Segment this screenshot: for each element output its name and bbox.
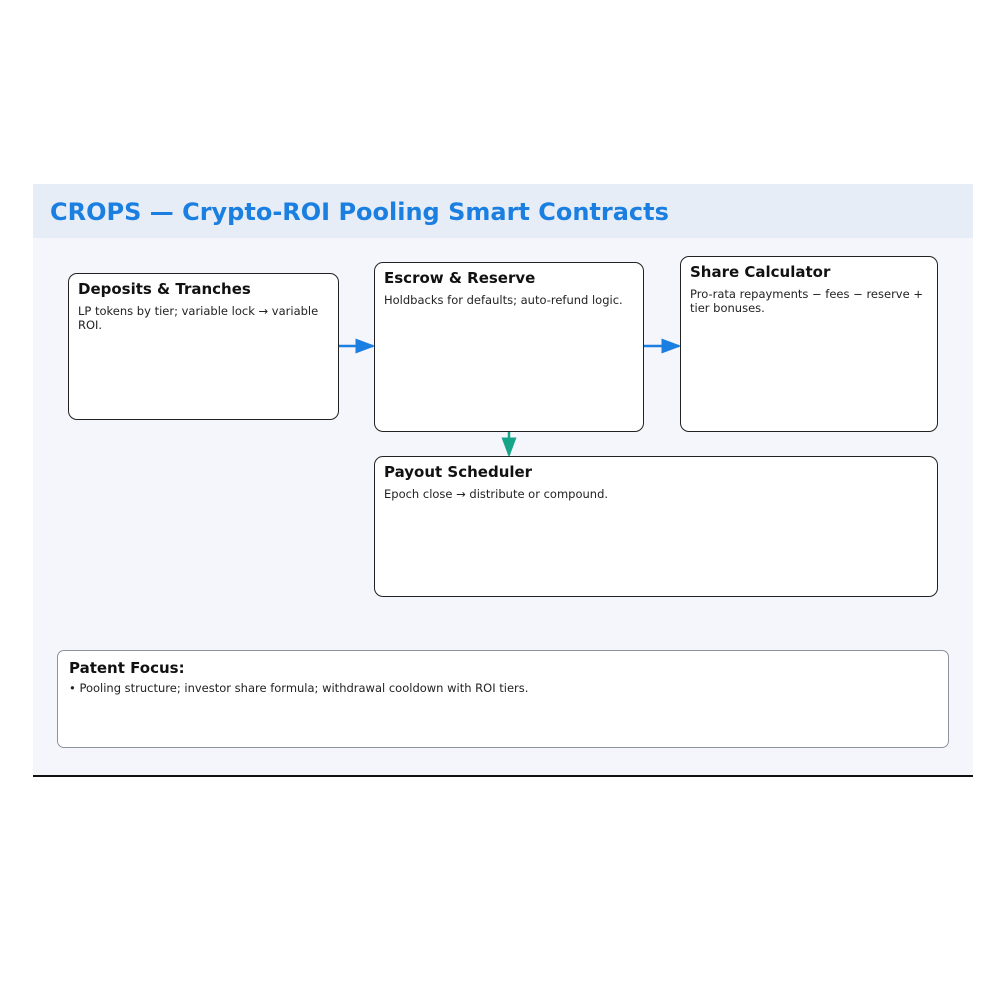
box-text: Holdbacks for defaults; auto-refund logi… [384, 293, 623, 307]
box-title: Share Calculator [690, 263, 831, 281]
box-text: Epoch close → distribute or compound. [384, 487, 609, 501]
share-calculator-box: Share Calculator Pro-rata repayments − f… [680, 256, 938, 432]
header-band: CROPS — Crypto-ROI Pooling Smart Contrac… [33, 184, 973, 238]
box-title: Deposits & Tranches [78, 280, 251, 298]
box-title: Payout Scheduler [384, 463, 533, 481]
box-text: Pro-rata repayments − fees − reserve + t… [690, 287, 923, 315]
patent-focus-box: Patent Focus: • Pooling structure; inves… [57, 650, 949, 748]
patent-focus-bullet: • Pooling structure; investor share form… [69, 681, 529, 695]
patent-focus-title: Patent Focus: [69, 659, 185, 677]
diagram-title: CROPS — Crypto-ROI Pooling Smart Contrac… [50, 198, 669, 226]
deposits-tranches-box: Deposits & Tranches LP tokens by tier; v… [68, 273, 339, 420]
escrow-reserve-box: Escrow & Reserve Holdbacks for defaults;… [374, 262, 644, 432]
box-title: Escrow & Reserve [384, 269, 536, 287]
payout-scheduler-box: Payout Scheduler Epoch close → distribut… [374, 456, 938, 597]
box-text: LP tokens by tier; variable lock → varia… [78, 304, 319, 332]
